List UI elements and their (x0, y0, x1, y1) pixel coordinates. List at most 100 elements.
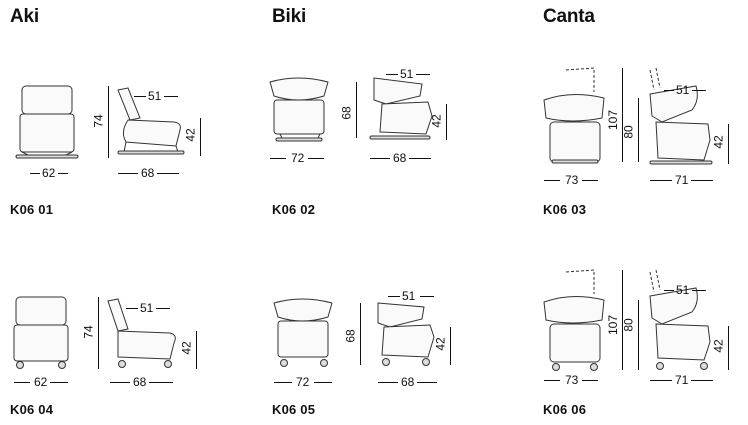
seat-depth-label: 51 (140, 301, 154, 315)
diagram-k0602: 68 72 68 51 42 (262, 60, 492, 210)
seat-depth-line-right (164, 96, 178, 97)
aki-castors-drawings (13, 296, 176, 369)
seat-depth-line-left (388, 296, 400, 297)
depth-dim-line-right (409, 158, 431, 159)
aki-front-view (13, 296, 69, 369)
side-depth-label: 68 (401, 375, 415, 389)
seat-depth-label: 51 (400, 67, 414, 81)
side-depth-label: 68 (393, 151, 407, 165)
aki-side-view (107, 298, 176, 368)
seat-height-label: 42 (711, 135, 726, 149)
front-width-label: 72 (296, 375, 310, 389)
width-dim-line-left (270, 158, 286, 159)
front-height-label: 80 (621, 318, 636, 332)
front-width-label: 62 (42, 166, 56, 180)
seat-depth-label: 51 (676, 83, 690, 97)
width-dim-line-right (50, 382, 68, 383)
aki-side-view (117, 87, 185, 155)
front-height-raised-label: 107 (606, 109, 621, 131)
seat-height-label: 42 (179, 341, 194, 355)
depth-dim-line-left (118, 173, 138, 174)
height-dim-line (360, 303, 361, 365)
side-depth-label: 68 (133, 375, 147, 389)
seat-height-line (446, 104, 447, 140)
front-height-raised-label: 107 (606, 314, 621, 336)
front-width-label: 72 (291, 151, 305, 165)
product-code-k0601: K06 01 (10, 202, 54, 217)
depth-dim-line-right (417, 382, 437, 383)
raised-height-dim-line (622, 270, 623, 370)
seat-height-line (450, 327, 451, 365)
seat-depth-line-right (416, 74, 430, 75)
product-code-k0604: K06 04 (10, 402, 54, 417)
biki-side-view (377, 302, 435, 366)
seat-depth-line-left (386, 74, 398, 75)
seat-depth-label: 51 (676, 283, 690, 297)
width-dim-line-right (58, 173, 68, 174)
diagram-k0601: 74 62 68 51 42 (0, 60, 230, 210)
column-title-canta: Canta (543, 6, 595, 27)
width-dim-line-right (582, 380, 598, 381)
depth-dim-line-right (691, 180, 713, 181)
seat-depth-line-right (156, 308, 170, 309)
height-dim-line (356, 82, 357, 138)
column-title-aki: Aki (10, 6, 39, 27)
diagram-k0605: 68 72 68 51 42 (262, 275, 492, 425)
depth-dim-line-left (110, 382, 130, 383)
seat-height-label: 42 (429, 114, 444, 128)
column-title-biki: Biki (272, 6, 307, 27)
seat-height-line (728, 326, 729, 370)
canta-side-view (649, 67, 713, 165)
biki-glides-drawings (269, 77, 433, 142)
front-height-label: 68 (339, 106, 354, 120)
diagram-k0604: 74 62 68 51 42 (0, 275, 230, 425)
diagram-k0603: 107 80 73 71 51 42 (532, 60, 748, 210)
front-width-label: 73 (565, 373, 579, 387)
width-dim-line-left (544, 180, 560, 181)
seat-depth-label: 51 (402, 289, 416, 303)
seat-depth-line-right (692, 90, 706, 91)
width-dim-line-left (30, 173, 40, 174)
raised-height-dim-line (622, 68, 623, 162)
seat-height-line (196, 331, 197, 369)
depth-dim-line-right (157, 173, 179, 174)
seat-depth-line-left (126, 308, 138, 309)
front-height-label: 74 (81, 325, 96, 339)
seat-depth-line-right (420, 296, 434, 297)
seat-depth-line-right (692, 290, 706, 291)
seat-height-line (200, 118, 201, 156)
width-dim-line-right (308, 158, 324, 159)
width-dim-line-left (544, 380, 560, 381)
diagram-k0606: 107 80 73 71 51 42 (532, 262, 748, 412)
depth-dim-line-left (378, 382, 398, 383)
depth-dim-line-left (650, 180, 672, 181)
canta-side-view (649, 269, 711, 370)
biki-side-view (369, 77, 433, 140)
depth-dim-line-left (370, 158, 390, 159)
aki-glides-drawings (15, 85, 185, 159)
width-dim-line-right (582, 180, 598, 181)
canta-front-view (543, 67, 605, 164)
biki-front-view (273, 298, 333, 367)
seat-depth-line-left (664, 90, 674, 91)
seat-height-label: 42 (183, 128, 198, 142)
front-width-label: 62 (34, 375, 48, 389)
front-height-label: 74 (91, 114, 106, 128)
seat-height-line (728, 124, 729, 164)
depth-dim-line-right (691, 380, 713, 381)
side-depth-label: 68 (141, 166, 155, 180)
seat-height-label: 42 (711, 339, 726, 353)
front-width-label: 73 (565, 173, 579, 187)
height-dim-line (108, 86, 109, 158)
product-code-k0602: K06 02 (272, 202, 316, 217)
product-code-k0606: K06 06 (543, 402, 587, 417)
depth-dim-line-left (650, 380, 672, 381)
width-dim-line-right (314, 382, 332, 383)
side-depth-label: 71 (675, 373, 689, 387)
seat-depth-label: 51 (148, 89, 162, 103)
width-dim-line-left (274, 382, 292, 383)
height-dim-line (638, 98, 639, 162)
canta-front-view (543, 269, 605, 371)
product-code-k0605: K06 05 (272, 402, 316, 417)
seat-depth-line-left (664, 290, 674, 291)
